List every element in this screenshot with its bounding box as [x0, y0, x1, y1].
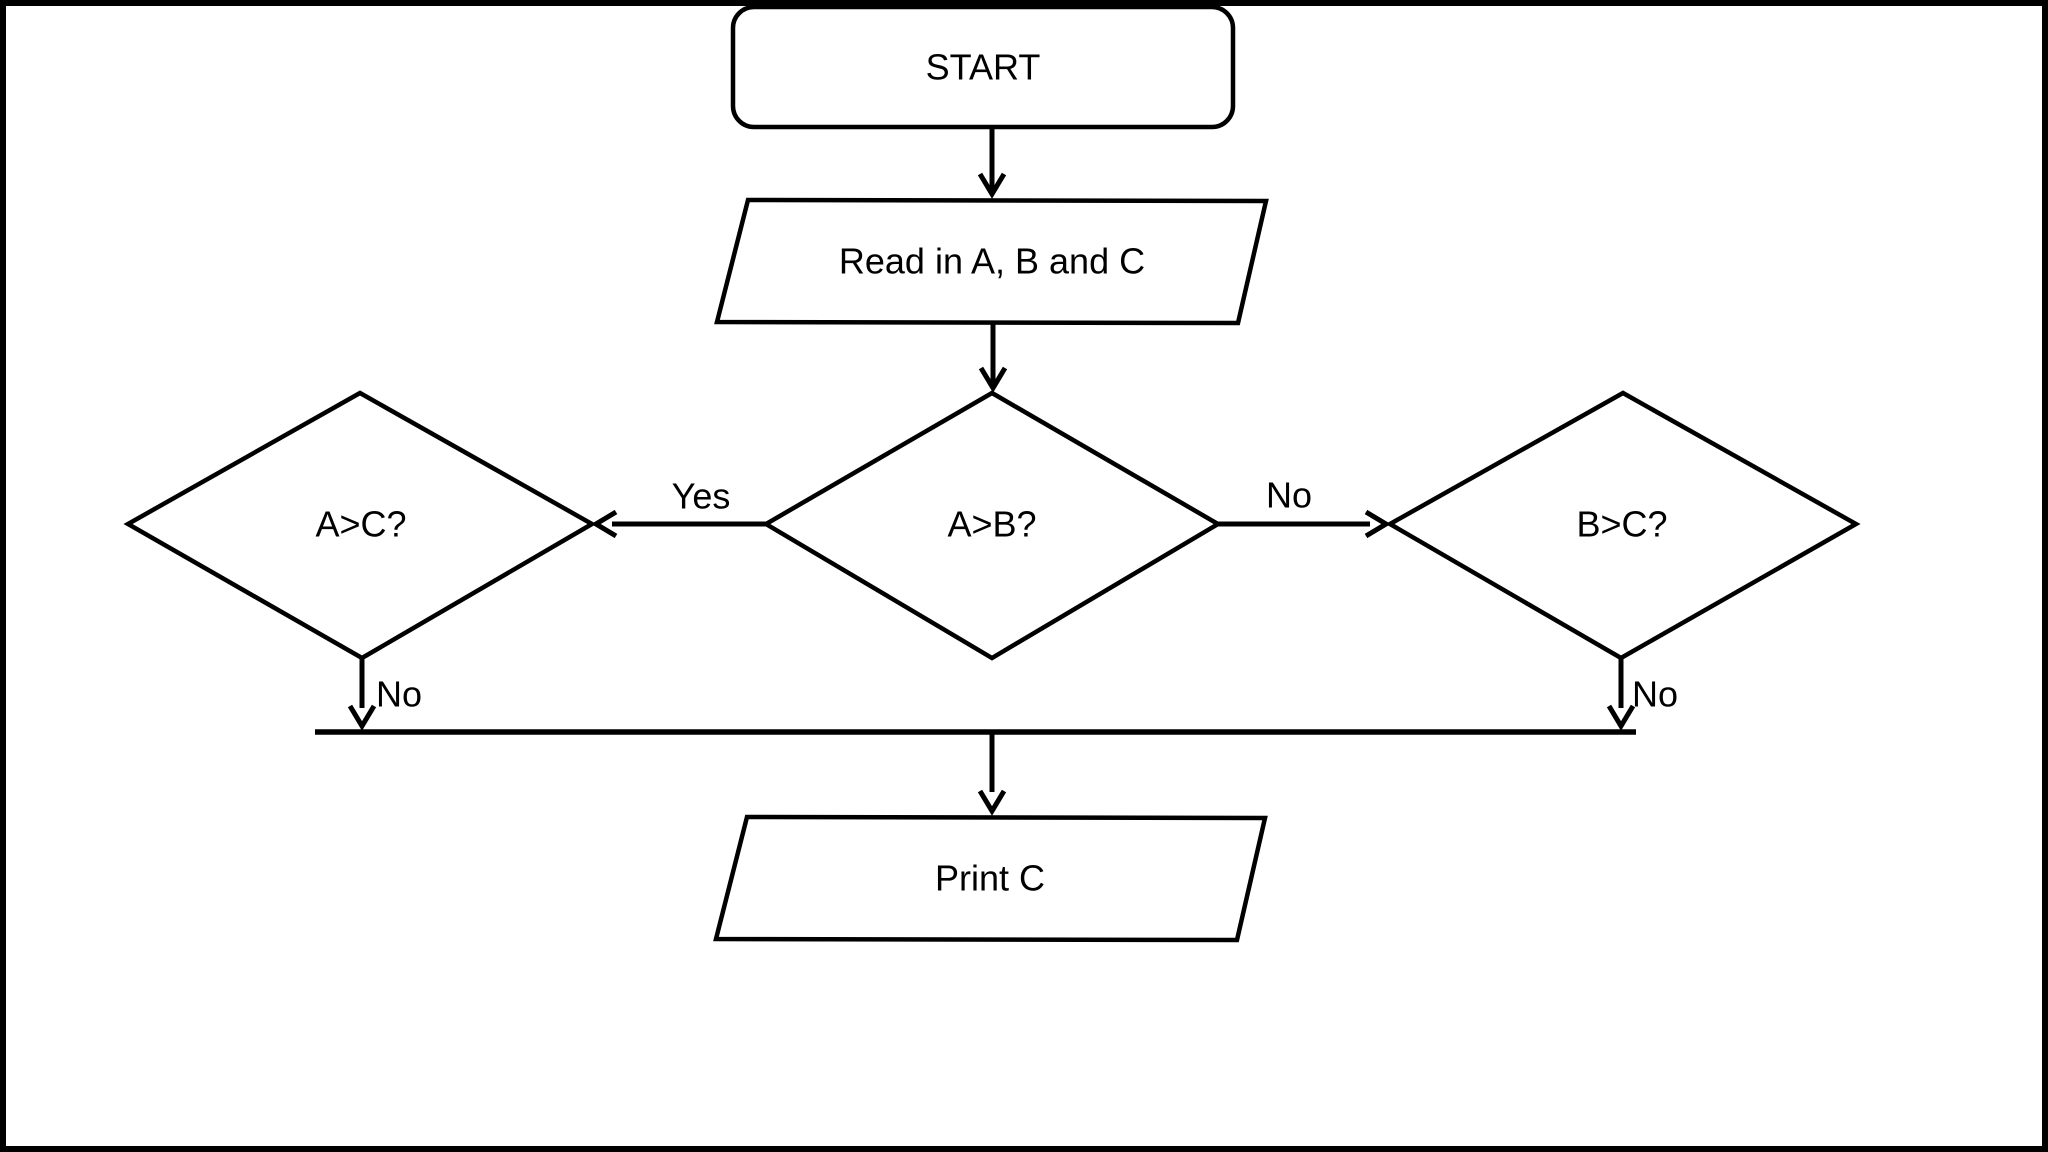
arrow-collector-to-print: [977, 734, 1007, 816]
decision-b-gt-c-label: B>C?: [1576, 504, 1667, 545]
edge-label-yes: Yes: [672, 476, 731, 517]
decision-b-gt-c-node: B>C?: [1385, 390, 1861, 661]
edge-yes-to-a-gt-c: Yes: [591, 476, 766, 539]
arrow-start-to-read: [977, 127, 1007, 199]
start-label: START: [926, 47, 1041, 88]
arrow-down-icon: [977, 789, 1007, 816]
decision-a-gt-c-node: A>C?: [123, 390, 597, 661]
decision-a-gt-b-label: A>B?: [947, 504, 1036, 545]
arrow-down-icon: [978, 366, 1008, 393]
read-input-label: Read in A, B and C: [839, 241, 1145, 282]
read-input-node: Read in A, B and C: [714, 197, 1269, 326]
edge-no-b-gt-c-drop: No: [1606, 658, 1678, 731]
edge-label-no-left-drop: No: [376, 674, 422, 715]
terminator-shape: [730, 4, 1236, 130]
parallelogram-shape: [714, 197, 1269, 326]
edge-no-to-b-gt-c: No: [1218, 475, 1391, 539]
arrow-read-to-decision: [978, 323, 1008, 393]
diamond-shape: [761, 390, 1223, 661]
edge-no-a-gt-c-drop: No: [347, 658, 422, 731]
arrow-down-icon: [977, 172, 1007, 199]
print-c-label: Print C: [935, 858, 1045, 899]
edge-label-no-right-drop: No: [1632, 674, 1678, 715]
parallelogram-shape: [713, 814, 1268, 943]
decision-a-gt-c-label: A>C?: [315, 504, 406, 545]
start-node: START: [730, 4, 1236, 130]
edge-label-no-right: No: [1266, 475, 1312, 516]
print-c-node: Print C: [713, 814, 1268, 943]
arrow-down-icon: [347, 704, 377, 731]
decision-a-gt-b-node: A>B?: [761, 390, 1223, 661]
arrow-down-icon: [1606, 704, 1636, 731]
